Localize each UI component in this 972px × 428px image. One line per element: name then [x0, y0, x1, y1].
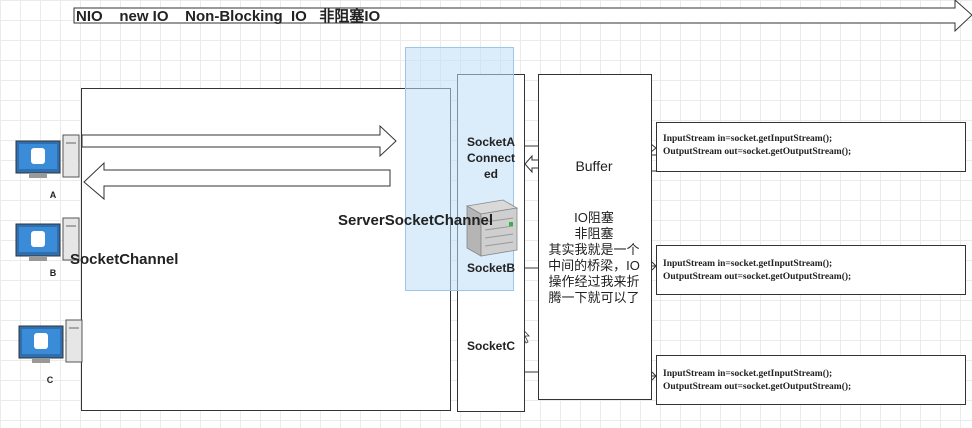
buffer-box: [538, 74, 652, 400]
desktop-computer-icon: [15, 134, 80, 178]
client-label: A: [49, 190, 57, 200]
socket-channel-box: [81, 88, 451, 411]
buffer-description: IO阻塞 非阻塞 其实我就是一个 中间的桥梁，IO 操作经过我来折 腾一下就可以…: [548, 210, 640, 305]
buffer-title: Buffer: [575, 158, 613, 174]
server-socket-channel-label: ServerSocketChannel: [338, 212, 494, 229]
timeline-arrow: [73, 0, 972, 33]
page-title: NIO new IO Non-Blocking IO 非阻塞IO: [76, 8, 381, 25]
client-label: B: [49, 268, 57, 278]
socket-channel-label: SocketChannel: [70, 251, 179, 268]
code-block-c: InputStream in=socket.getInputStream(); …: [656, 355, 966, 405]
client-label: C: [46, 375, 54, 385]
server-icon: [463, 198, 519, 258]
buffer-to-socket-arrow: [524, 154, 538, 174]
code-block-b: InputStream in=socket.getInputStream(); …: [656, 245, 966, 295]
client-a: A: [15, 133, 85, 203]
socket-a-label: SocketA Connect ed: [466, 135, 516, 181]
code-block-a: InputStream in=socket.getInputStream(); …: [656, 122, 966, 172]
client-b: B: [15, 216, 85, 286]
socket-b-label: SocketB: [466, 261, 516, 275]
desktop-computer-icon: [15, 217, 80, 261]
socket-c-label: SocketC: [466, 339, 516, 353]
client-c: C: [18, 318, 88, 388]
desktop-computer-icon: [18, 319, 83, 363]
